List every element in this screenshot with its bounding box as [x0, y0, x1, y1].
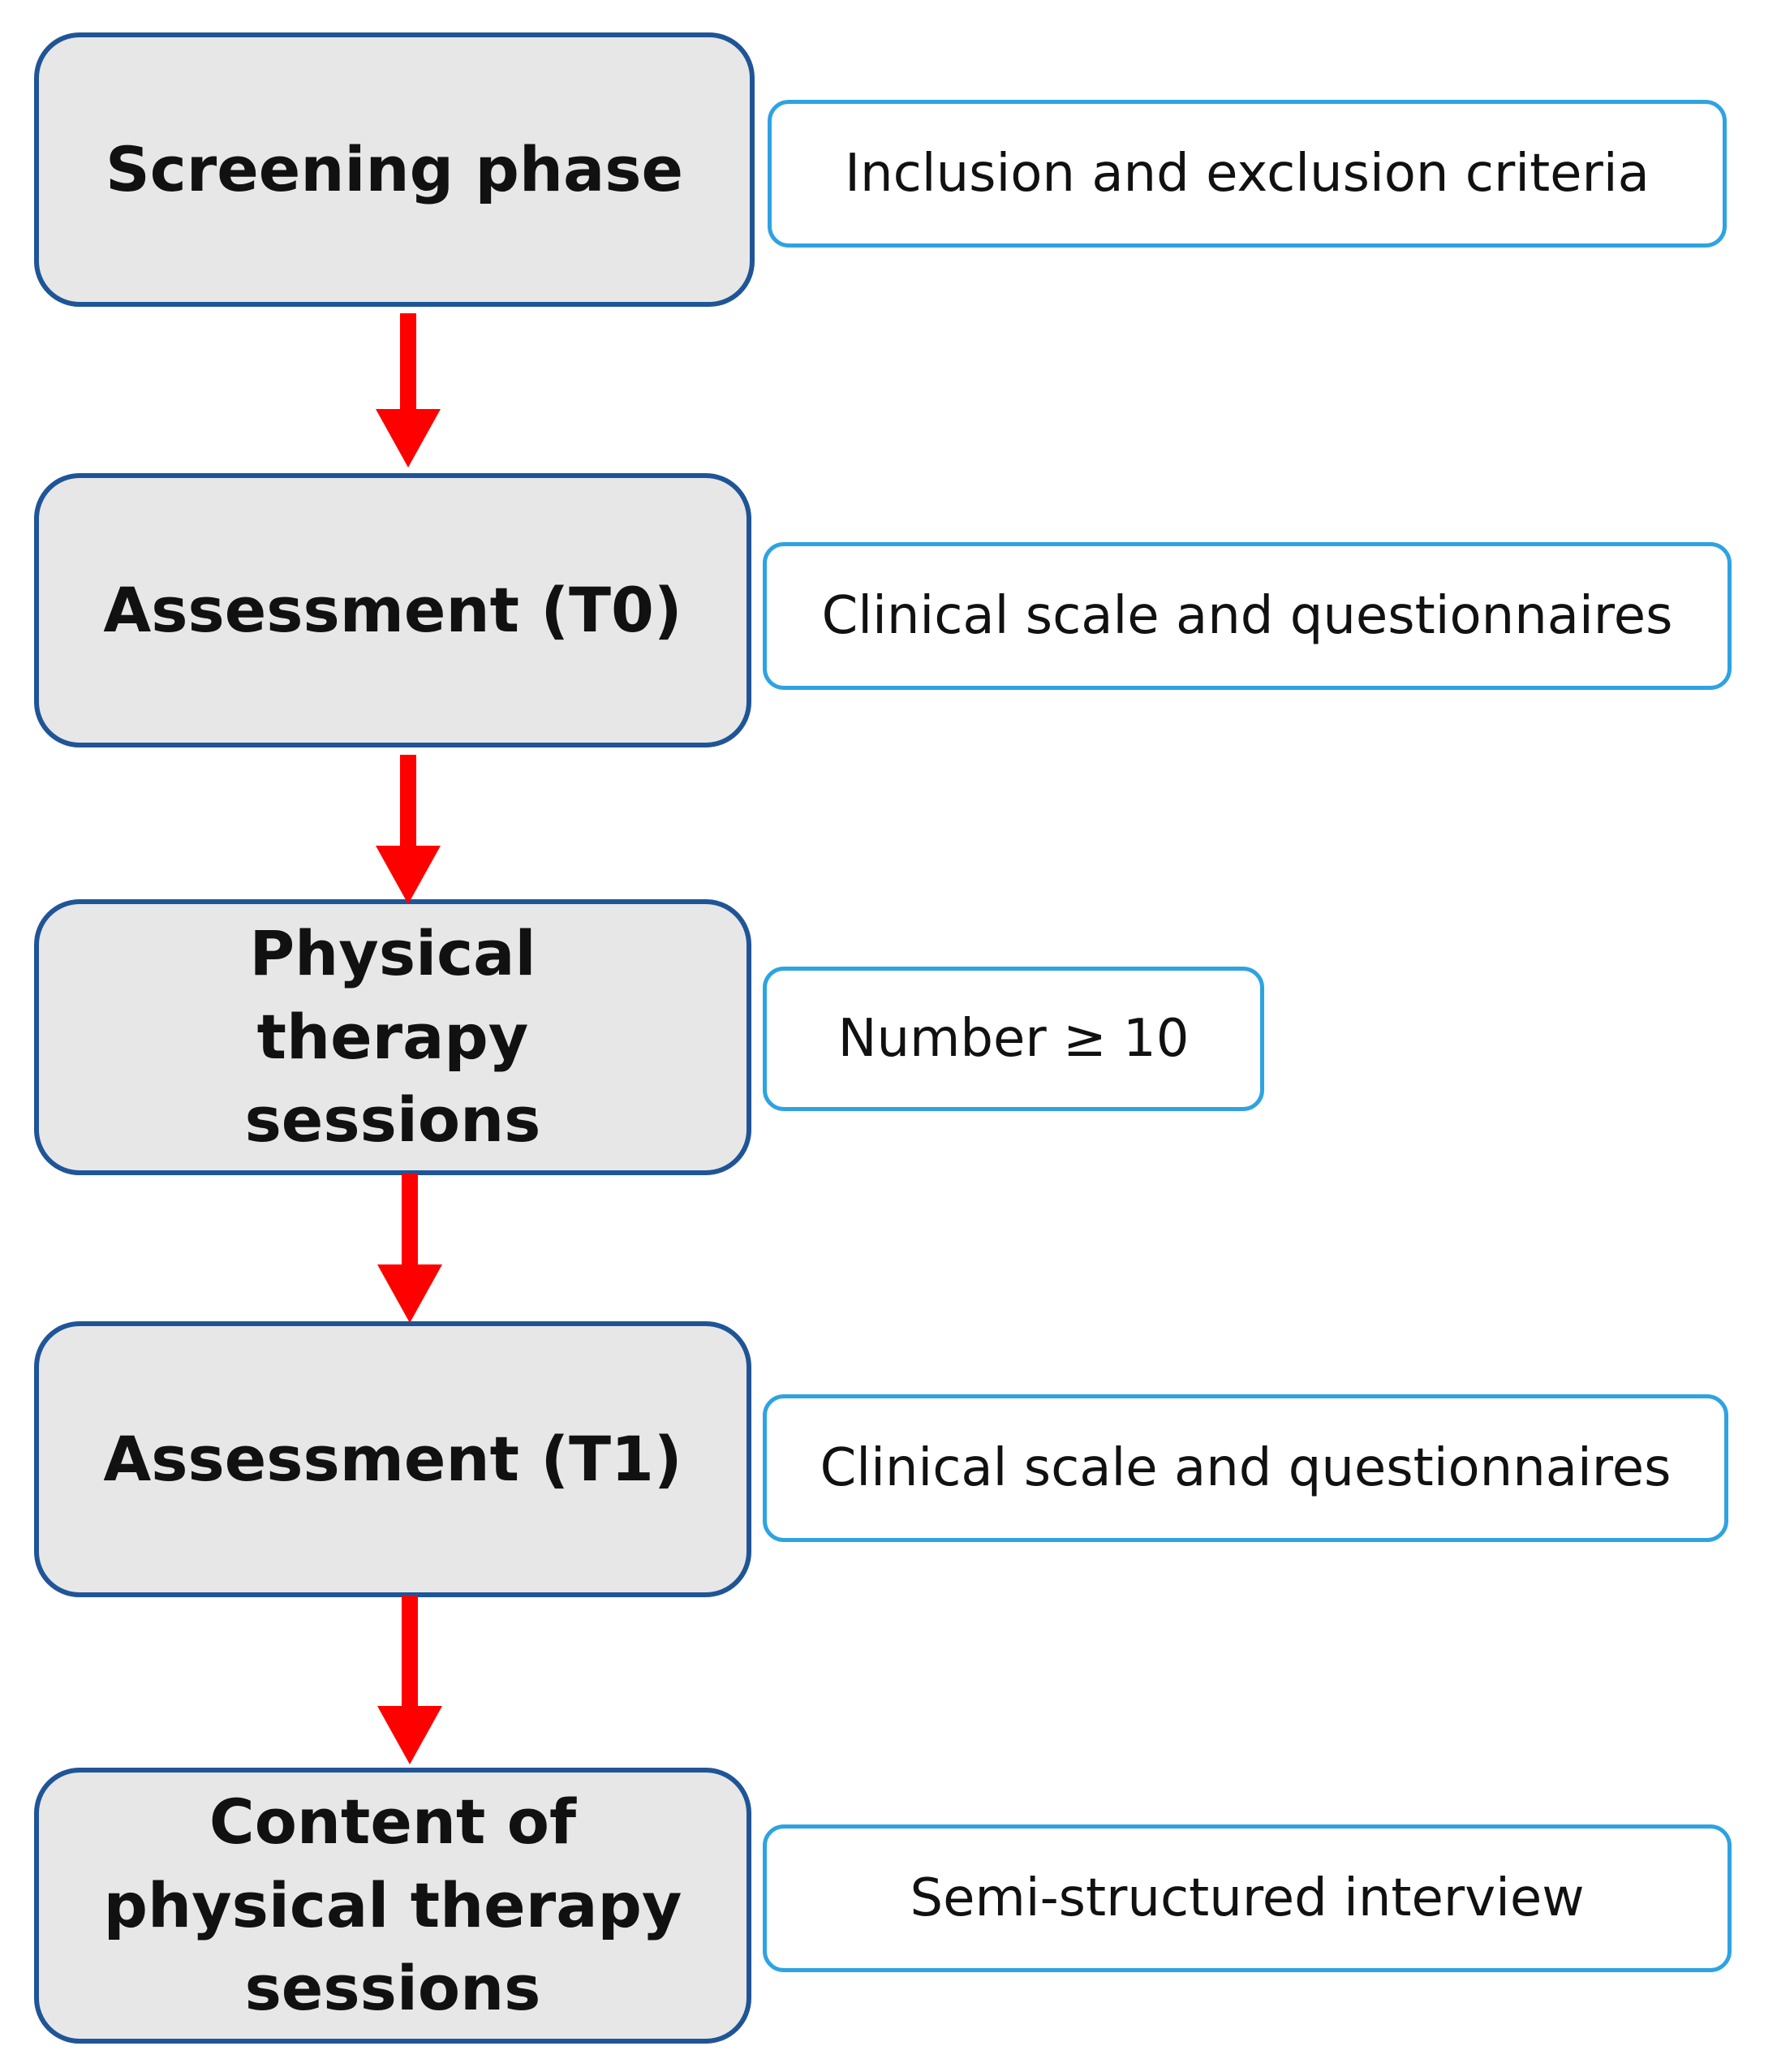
step-label: Assessment (T0): [103, 573, 682, 646]
note-semi-structured-interview: Semi-structured interview: [763, 1824, 1732, 1972]
note-label: Inclusion and exclusion criteria: [845, 144, 1650, 204]
note-label: Number ≥ 10: [837, 1009, 1190, 1069]
note-label: Semi-structured interview: [910, 1868, 1585, 1928]
step-assessment-t0: Assessment (T0): [34, 473, 751, 747]
arrow-down-2: [376, 755, 441, 904]
note-clinical-scale-t1: Clinical scale and questionnaires: [763, 1394, 1728, 1542]
step-physical-therapy-sessions: Physical therapy sessions: [34, 899, 751, 1175]
note-number-sessions: Number ≥ 10: [763, 967, 1264, 1111]
step-content-of-sessions: Content of physical therapy sessions: [34, 1768, 751, 2044]
arrow-down-1: [376, 313, 441, 467]
note-label: Clinical scale and questionnaires: [820, 1438, 1672, 1498]
step-assessment-t1: Assessment (T1): [34, 1321, 751, 1597]
arrow-down-3: [377, 1174, 442, 1323]
step-label: Physical therapy sessions: [244, 917, 541, 1157]
note-inclusion-exclusion: Inclusion and exclusion criteria: [768, 100, 1727, 248]
note-label: Clinical scale and questionnaires: [821, 586, 1673, 646]
step-label: Content of physical therapy sessions: [103, 1786, 682, 2025]
note-clinical-scale-t0: Clinical scale and questionnaires: [763, 542, 1732, 690]
step-screening-phase: Screening phase: [34, 32, 755, 307]
arrow-down-4: [377, 1596, 442, 1764]
step-label: Screening phase: [105, 132, 684, 205]
step-label: Assessment (T1): [103, 1422, 682, 1495]
